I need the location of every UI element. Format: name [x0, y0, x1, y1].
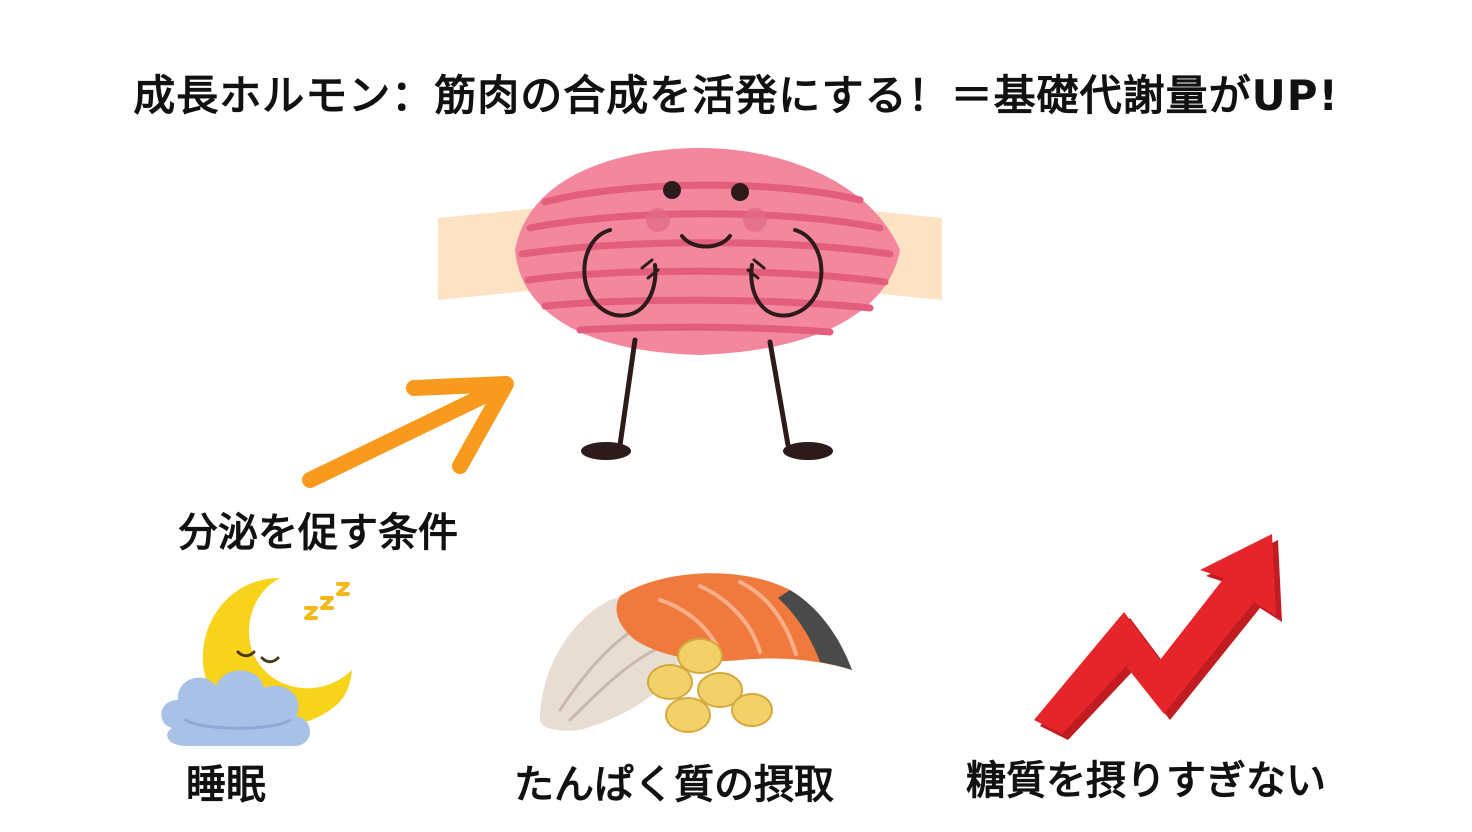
orange-arrow-icon: [302, 376, 514, 488]
muscle-character-icon: [438, 148, 942, 460]
item-label-protein: たんぱく質の摂取: [514, 762, 834, 808]
conditions-label: 分泌を促す条件: [178, 510, 458, 556]
item-label-sugar: 糖質を摂りすぎない: [966, 758, 1326, 804]
page-title: 成長ホルモン：筋肉の合成を活発にする！＝基礎代謝量がUP!: [133, 71, 1339, 120]
item-label-sleep: 睡眠: [186, 762, 266, 808]
salmon-soybeans-icon: [540, 573, 852, 733]
moon-cloud-icon: [161, 578, 352, 746]
red-zigzag-arrow-icon: [1034, 534, 1282, 740]
